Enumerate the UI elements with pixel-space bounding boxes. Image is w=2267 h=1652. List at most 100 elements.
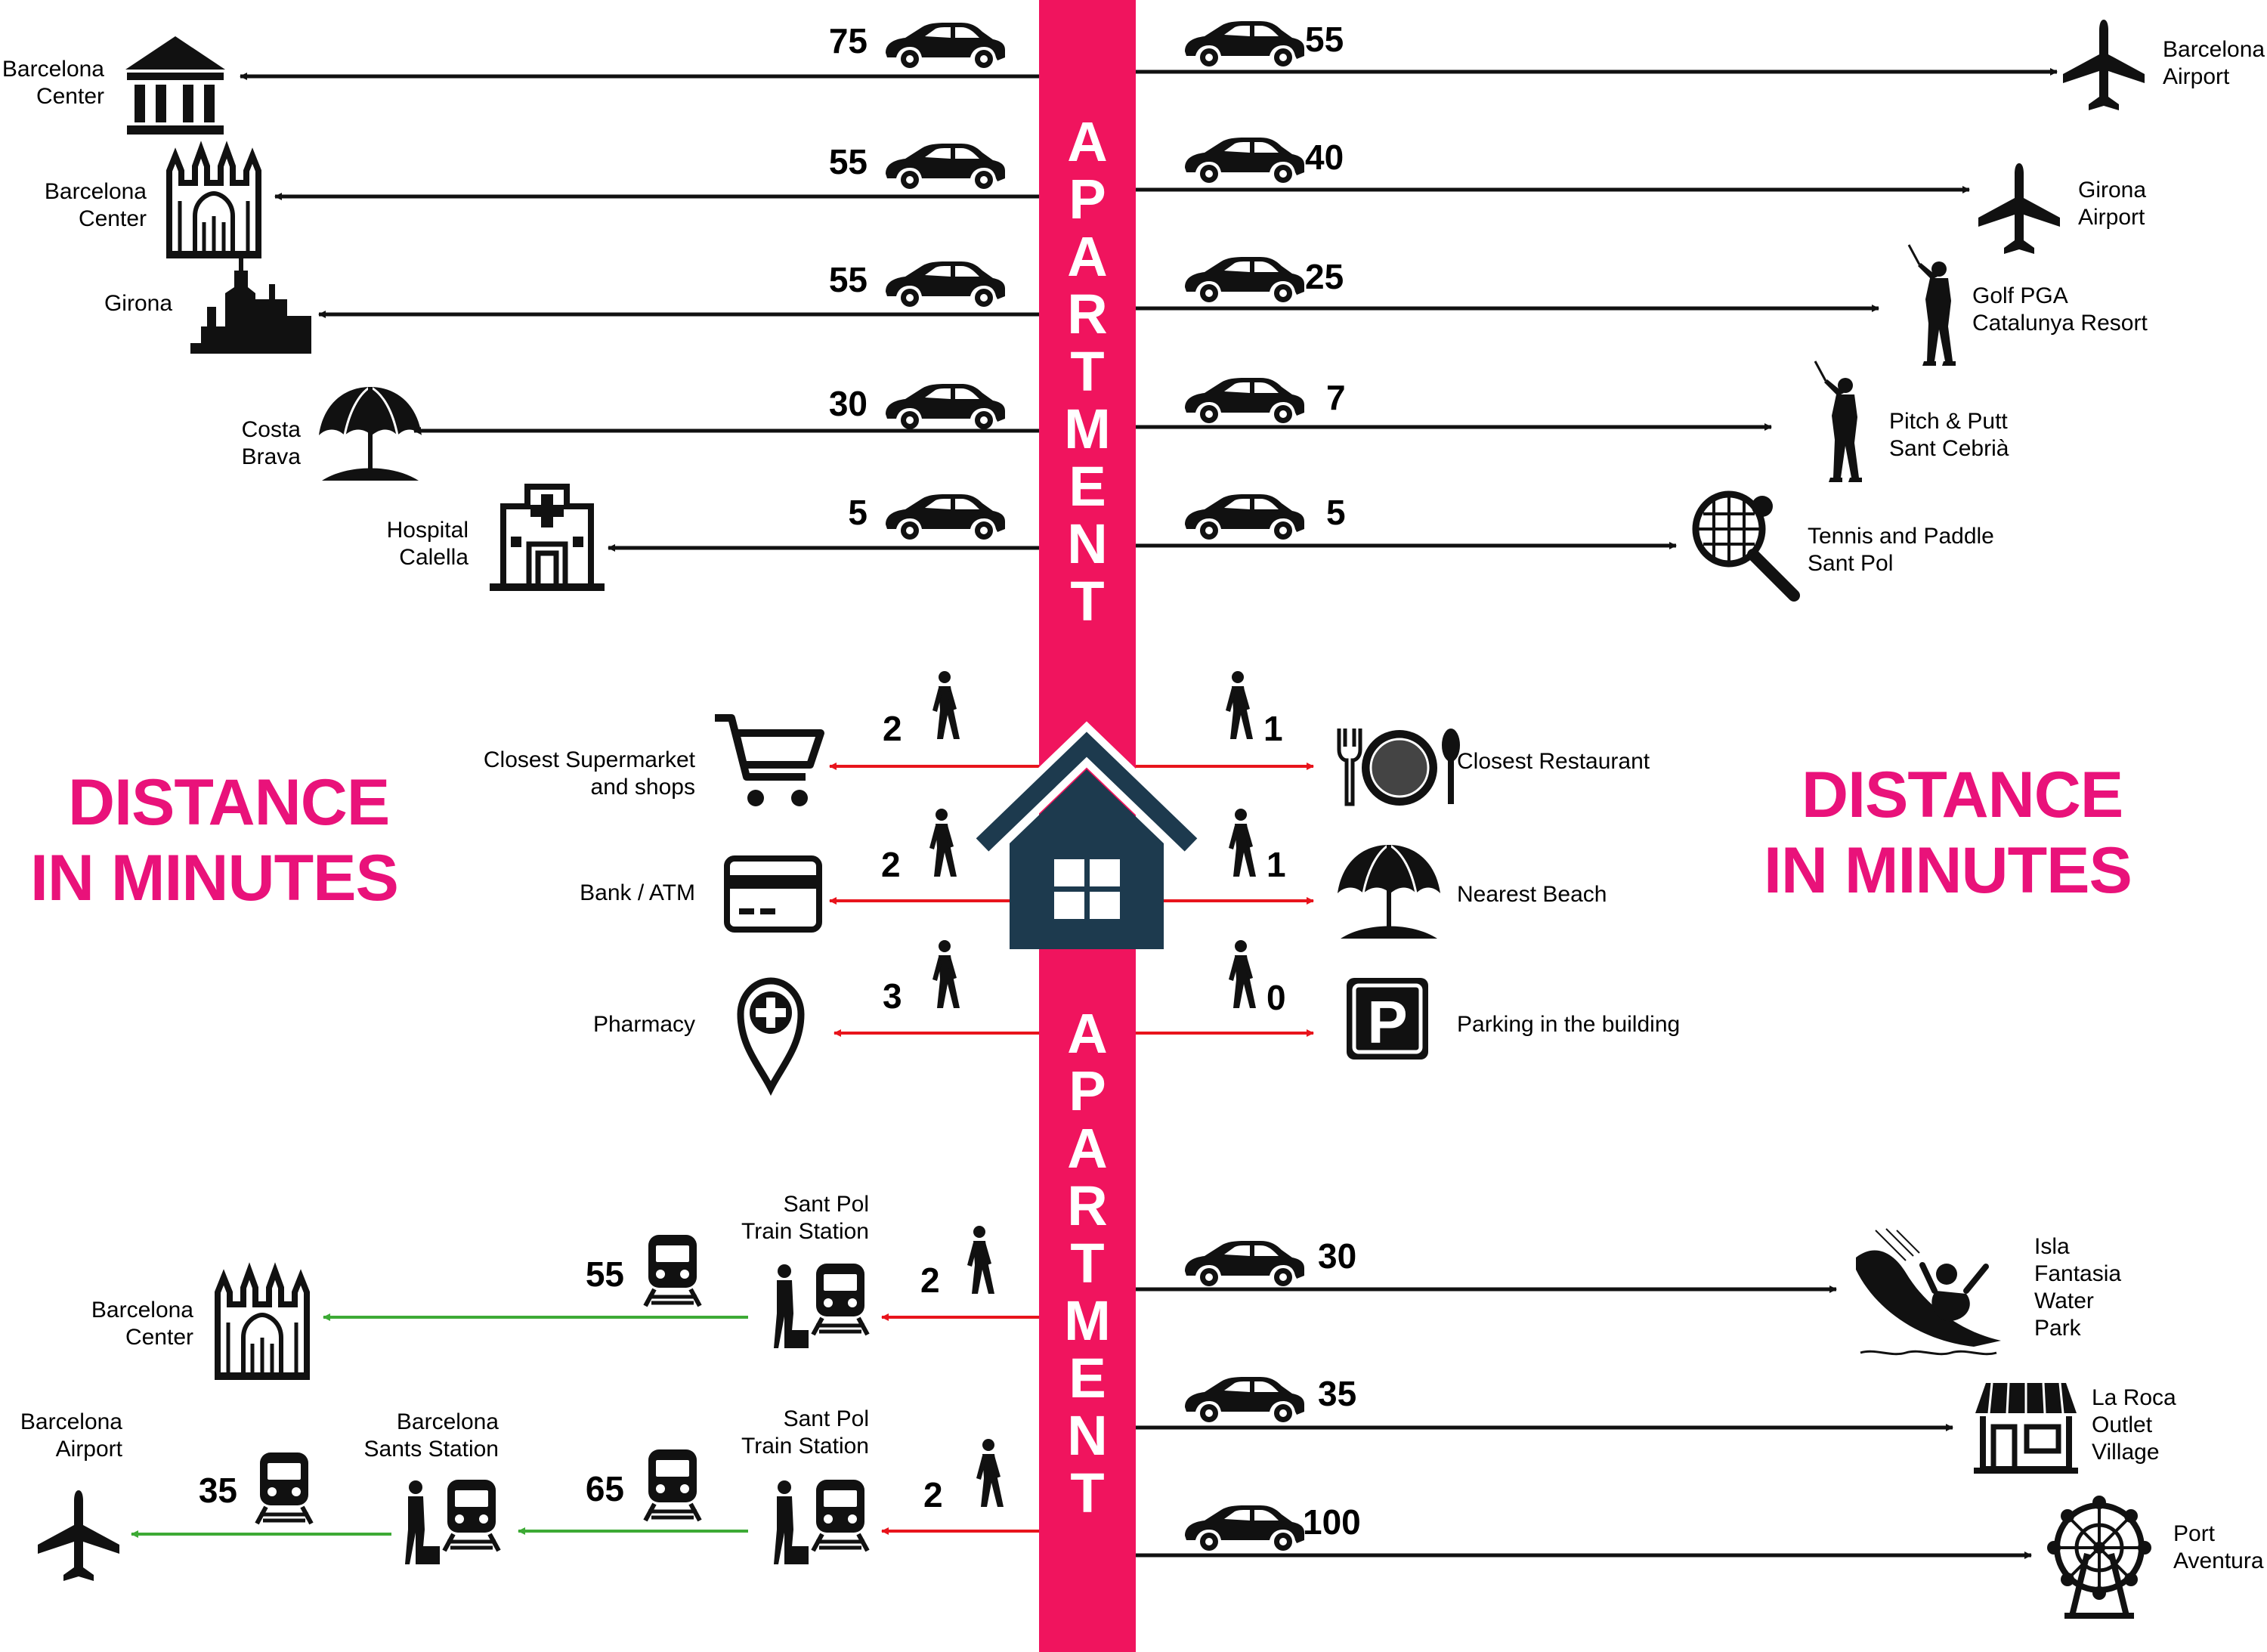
car-icon	[1185, 1505, 1304, 1551]
walker-icon	[976, 1439, 1004, 1507]
minutes-costa-brava: 30	[828, 384, 868, 423]
car-icon	[1185, 138, 1304, 183]
walker-icon	[1229, 940, 1256, 1008]
heading-right-line2: IN MINUTES	[1764, 834, 2132, 907]
minutes-pitch-putt: 7	[1326, 378, 1346, 417]
label-girona: Girona	[104, 291, 172, 316]
spine-letter: P	[1069, 1060, 1106, 1122]
minutes-girona: 55	[828, 260, 868, 299]
station-icon	[774, 1480, 868, 1564]
airplane-icon	[2063, 20, 2145, 110]
minutes-barcelona-center-1: 75	[828, 21, 868, 60]
cityscape-icon	[190, 254, 311, 354]
minutes-supermarket: 2	[883, 709, 902, 748]
minutes-pharmacy: 3	[883, 976, 902, 1016]
pharmacy-pin-icon	[737, 977, 805, 1097]
car-icon	[1185, 494, 1304, 540]
car-icon	[1185, 378, 1304, 423]
car-icon	[1185, 1241, 1304, 1286]
parking-letter: P	[1367, 988, 1407, 1056]
parking-icon: P	[1347, 978, 1428, 1060]
heading-left-line2: IN MINUTES	[30, 842, 399, 914]
spine-letter: M	[1064, 1289, 1111, 1352]
minutes-walk-station-2: 2	[923, 1475, 943, 1514]
minutes-barcelona-airport: 55	[1305, 20, 1344, 59]
minutes-train-barcelona-center: 55	[585, 1254, 624, 1294]
label-bank: Bank / ATM	[580, 880, 695, 905]
spine-letter: T	[1070, 340, 1105, 403]
tennis-racket-icon	[1692, 490, 1800, 602]
minutes-golf-pga: 25	[1305, 257, 1344, 296]
minutes-parking: 0	[1266, 978, 1286, 1017]
hospital-icon	[490, 484, 605, 591]
spine-letter: A	[1067, 1002, 1108, 1065]
minutes-walk-station-1: 2	[920, 1261, 940, 1300]
umbrella-icon	[1338, 845, 1440, 939]
walker-icon	[967, 1226, 994, 1294]
minutes-train-airport: 35	[198, 1471, 237, 1510]
minutes-tennis: 5	[1326, 493, 1346, 532]
walker-icon	[932, 671, 960, 739]
spine-letter: A	[1067, 225, 1108, 288]
train-icon	[645, 1235, 700, 1306]
car-icon	[886, 144, 1005, 189]
minutes-isla-fantasia: 30	[1318, 1236, 1357, 1276]
spine-letter: A	[1067, 1117, 1108, 1180]
airplane-icon	[1978, 163, 2060, 254]
house-icon	[970, 721, 1203, 949]
cathedral-icon	[215, 1271, 310, 1380]
cathedral-icon	[166, 150, 261, 258]
car-icon	[886, 23, 1005, 68]
spine-letter: R	[1067, 283, 1108, 345]
water-slide-icon	[1856, 1228, 2001, 1356]
golfer-icon	[1814, 360, 1863, 484]
shop-icon	[1974, 1382, 2078, 1474]
umbrella-icon	[319, 387, 422, 481]
car-icon	[886, 494, 1005, 540]
label-beach: Nearest Beach	[1457, 882, 1607, 907]
walker-icon	[1226, 671, 1253, 739]
minutes-restaurant: 1	[1263, 709, 1283, 748]
train-icon	[645, 1449, 700, 1521]
ferris-wheel-icon	[2047, 1496, 2151, 1619]
label-restaurant: Closest Restaurant	[1457, 749, 1650, 774]
minutes-port-aventura: 100	[1303, 1502, 1361, 1542]
building-icon	[125, 36, 225, 135]
train-icon	[257, 1452, 311, 1524]
minutes-girona-airport: 40	[1305, 138, 1344, 177]
walker-icon	[929, 809, 957, 877]
minutes-train-sants: 65	[585, 1469, 624, 1508]
minutes-bank: 2	[881, 845, 901, 884]
spine-letter: T	[1070, 570, 1105, 633]
spine-letter: N	[1067, 512, 1108, 575]
spine-letter: T	[1070, 1462, 1105, 1524]
spine-letter: E	[1069, 1347, 1106, 1409]
minutes-beach: 1	[1266, 845, 1286, 884]
minutes-barcelona-center-2: 55	[828, 142, 868, 181]
golfer-icon	[1907, 243, 1957, 367]
heading-left-line1: DISTANCE	[68, 766, 390, 839]
walker-icon	[932, 940, 960, 1008]
shopping-cart-icon	[715, 714, 824, 806]
car-icon	[1185, 1377, 1304, 1422]
minutes-hospital: 5	[848, 493, 868, 532]
spine-letter: M	[1064, 398, 1111, 460]
